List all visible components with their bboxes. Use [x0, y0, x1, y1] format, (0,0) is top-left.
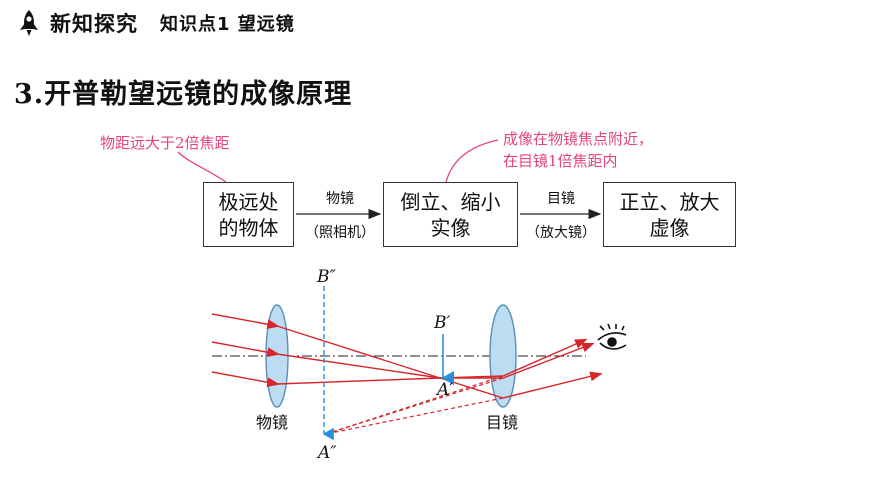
- ray-1-emergent: [502, 371, 603, 399]
- objective-lens: [265, 304, 289, 408]
- virtual-image-text: 正立、放大 虚像: [619, 189, 720, 240]
- ray-3-refracted: [276, 377, 441, 385]
- section-title: 新知探究: [50, 12, 138, 36]
- eye-icon: [597, 323, 627, 350]
- distant-object-box: 极远处 的物体: [203, 182, 294, 247]
- image-position-note: 成像在物镜焦点附近， 在目镜1倍焦距内: [503, 130, 654, 170]
- ray-3-extension: [325, 375, 504, 435]
- eyepiece-arrow-label: 目镜: [547, 191, 575, 207]
- ray-2-incident: [211, 341, 280, 358]
- ray-1-extension: [325, 397, 504, 435]
- ray-2-refracted: [276, 353, 441, 379]
- ray-1-refracted: [276, 325, 441, 379]
- real-image-text: 倒立、缩小 实像: [400, 189, 501, 240]
- label-A-prime: A′: [435, 380, 453, 400]
- virtual-image-box: 正立、放大 虚像: [603, 182, 736, 247]
- emergent-rays: [502, 338, 603, 399]
- ray-2-emergent: [502, 342, 595, 379]
- label-B-double-prime: B″: [316, 267, 336, 287]
- camera-note-label: （照相机）: [305, 225, 375, 241]
- label-B-prime: B′: [433, 313, 450, 333]
- distant-object-text: 极远处 的物体: [218, 189, 279, 240]
- eyepiece-lens-label: 目镜: [486, 413, 518, 432]
- real-image-box: 倒立、缩小 实像: [383, 182, 518, 247]
- ray-3-emergent: [502, 338, 588, 377]
- ray-3-incident: [211, 371, 280, 388]
- header-bar: 新知探究 知识点1 望远镜: [14, 6, 295, 40]
- ray-2-extension: [325, 377, 504, 435]
- virtual-ray-extensions: [325, 375, 504, 435]
- eyepiece-lens: [489, 304, 517, 408]
- magnifier-note-label: （放大镜）: [526, 225, 596, 241]
- incident-rays: [211, 313, 280, 388]
- objective-arrow-label: 物镜: [326, 191, 354, 207]
- label-A-double-prime: A″: [316, 443, 337, 463]
- rocket-icon: [20, 10, 38, 36]
- ray-1-incident: [211, 313, 280, 330]
- topic-title: 知识点1 望远镜: [160, 14, 295, 35]
- object-distance-note: 物距远大于2倍焦距: [100, 134, 230, 152]
- refracted-rays: [276, 325, 504, 399]
- page-title: 3.开普勒望远镜的成像原理: [14, 79, 353, 110]
- objective-lens-label: 物镜: [256, 413, 288, 432]
